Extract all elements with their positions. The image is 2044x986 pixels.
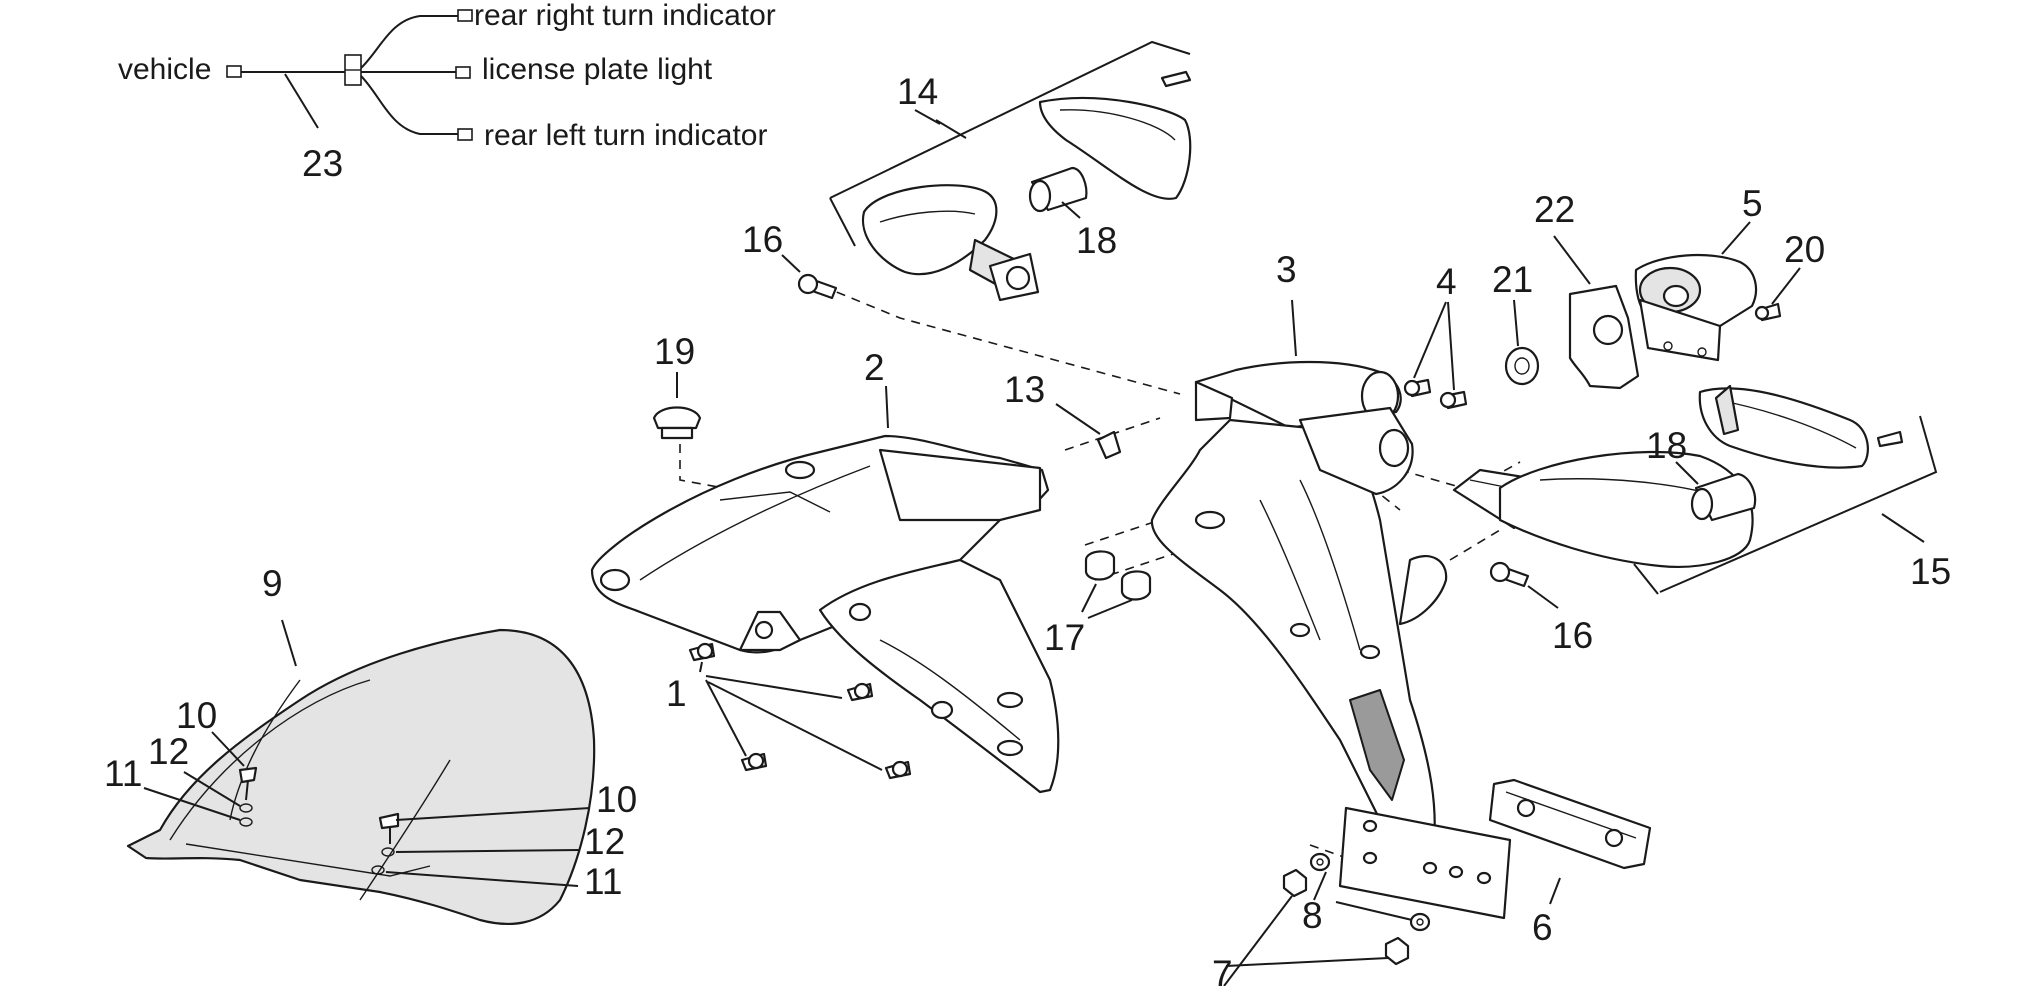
callout-16-upper: 16 — [742, 219, 783, 260]
callout-17: 17 — [1044, 617, 1085, 658]
part-8-washers: 8 — [1302, 852, 1431, 936]
indicator-left-reflector — [1038, 96, 1192, 200]
wire-label-vehicle: vehicle — [118, 53, 211, 86]
license-plate-mount-plate — [1338, 806, 1512, 920]
part-22-gasket: 22 — [1534, 189, 1640, 390]
callout-11-left: 11 — [104, 753, 142, 794]
part-7-nuts: 7 — [1212, 868, 1410, 986]
part-3-license-plate-holder: 3 — [1150, 249, 1448, 862]
part-15-right-turn-indicator-assembly: 15 18 — [1452, 384, 1951, 595]
harness-wire-right — [360, 15, 458, 69]
wire-label-rear-right: rear right turn indicator — [474, 0, 776, 32]
part-2-undertail-bracket: 2 — [590, 347, 1060, 794]
part-16-screw-upper: 16 — [742, 219, 838, 300]
callout-6: 6 — [1532, 907, 1553, 948]
callout-4: 4 — [1436, 261, 1457, 302]
part-20-screw: 20 — [1754, 229, 1825, 322]
callout-1: 1 — [666, 673, 687, 714]
part-17-rubber-bushings: 17 — [1044, 550, 1152, 658]
callout-14: 14 — [897, 71, 938, 112]
callout-20: 20 — [1784, 229, 1825, 270]
part-14-left-turn-indicator-assembly: 14 18 — [829, 40, 1192, 302]
indicator-right-reflector — [1698, 387, 1869, 469]
mudguard-body — [126, 628, 596, 926]
part-16-screw-lower: 16 — [1489, 561, 1593, 656]
callout-2: 2 — [864, 347, 885, 388]
callout-12-right: 12 — [584, 821, 625, 862]
connector-vehicle — [226, 65, 242, 78]
holder-top-housing — [1194, 360, 1402, 430]
wiring-schematic: vehicle rear right turn indicator licens… — [118, 0, 776, 184]
callout-10-left: 10 — [176, 695, 217, 736]
callout-10-right: 10 — [596, 779, 637, 820]
connector-rear-left — [457, 128, 473, 141]
callout-11-right: 11 — [584, 861, 622, 902]
indicator-right-lens — [1498, 450, 1754, 568]
callout-12-left: 12 — [148, 731, 189, 772]
callout-8: 8 — [1302, 895, 1323, 936]
part-6-license-plate-light: 6 — [1488, 778, 1652, 948]
callout-13: 13 — [1004, 369, 1045, 410]
callout-19: 19 — [654, 331, 695, 372]
callout-18-left: 18 — [1076, 220, 1117, 261]
callout-3: 3 — [1276, 249, 1297, 290]
wire-label-license-plate: license plate light — [482, 53, 713, 86]
harness-wire-left — [360, 75, 458, 135]
part-5-tail-light: 5 — [1634, 183, 1763, 362]
part-19-grommet: 19 — [652, 331, 702, 440]
callout-16-lower: 16 — [1552, 615, 1593, 656]
callout-9: 9 — [262, 563, 283, 604]
callout-18-right: 18 — [1646, 425, 1687, 466]
leader-23 — [284, 73, 319, 129]
callout-5: 5 — [1742, 183, 1763, 224]
part-1-screws: 1 — [666, 642, 912, 780]
part-21-grommet: 21 — [1492, 259, 1540, 386]
wire-label-rear-left: rear left turn indicator — [484, 119, 767, 152]
part-9-rear-mudguard: 9 10 12 11 10 12 11 — [104, 563, 637, 926]
screw-14 — [1160, 70, 1192, 88]
part-4-screws: 4 — [1403, 261, 1468, 410]
callout-7: 7 — [1212, 953, 1233, 986]
indicator-left-lens — [861, 184, 998, 276]
connector-license-plate — [455, 66, 471, 79]
connector-rear-right — [457, 9, 473, 22]
callout-23: 23 — [302, 143, 343, 184]
callout-15: 15 — [1910, 551, 1951, 592]
callout-21: 21 — [1492, 259, 1533, 300]
part-13-clip: 13 — [1004, 369, 1122, 460]
callout-22: 22 — [1534, 189, 1575, 230]
